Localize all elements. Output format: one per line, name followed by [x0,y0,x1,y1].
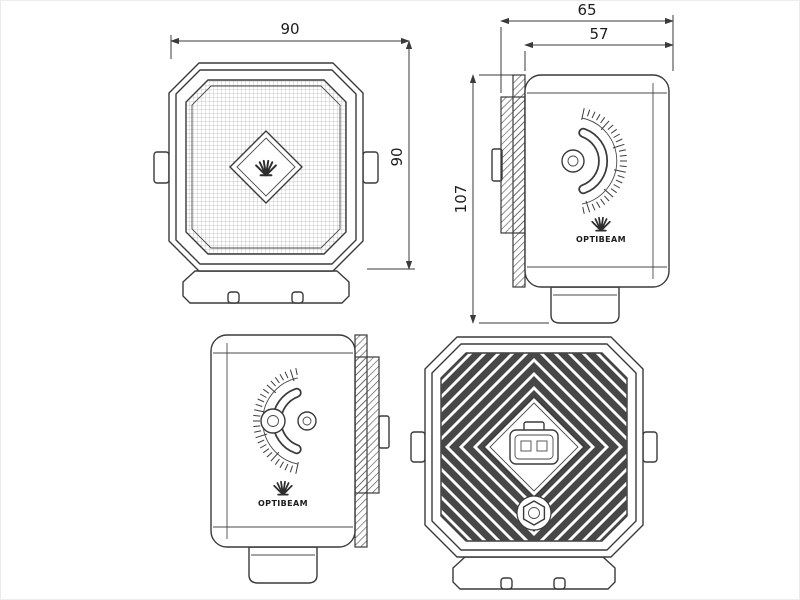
dim-label-depth-total: 65 [577,1,596,19]
dimension-front-width: 90 [170,20,410,59]
side-right-pedestal [550,286,620,324]
side-left-pivot-bolt-outer [260,408,286,434]
rear-view [410,336,658,590]
brand-logo-text: OPTIBEAM [576,235,626,244]
side-right-fin-block [500,96,526,234]
front-bracket-foot [182,270,350,304]
dimension-front-height: 90 [367,40,415,270]
side-left-mount-tab [378,415,390,449]
side-right-angle-scale [561,108,627,214]
side-view-top-right: OPTIBEAM 65 57 107 [452,1,674,324]
dimension-depth-body: 57 [524,25,674,71]
dimension-depth-total: 65 [500,1,674,93]
side-left-pedestal [248,546,318,584]
rear-left-mount-tab [410,431,426,463]
rear-connector-emblem [483,396,585,498]
front-left-mount-tab [153,151,170,184]
side-right-brand-logo: OPTIBEAM [576,216,626,244]
front-view: 90 90 [153,20,415,304]
dim-label-front-height: 90 [388,147,406,166]
rear-bracket-foot [452,556,616,590]
side-left-angle-scale [253,368,317,474]
rear-connector [509,429,559,465]
side-view-bottom-left: OPTIBEAM [210,334,390,584]
rear-right-mount-tab [642,431,658,463]
dim-label-front-width: 90 [280,20,299,38]
dim-label-depth-body: 57 [589,25,608,43]
side-left-fin-block [354,356,380,494]
front-right-mount-tab [362,151,379,184]
side-left-brand-logo: OPTIBEAM [258,480,308,508]
rear-breather-valve [516,495,552,531]
dimension-height-total: 107 [452,74,549,324]
side-left-pivot-bolt-inner [297,411,317,431]
dim-label-height-total: 107 [452,185,470,214]
brand-logo-text: OPTIBEAM [258,499,308,508]
side-right-pivot-bolt [561,149,585,173]
front-center-emblem [229,130,303,204]
